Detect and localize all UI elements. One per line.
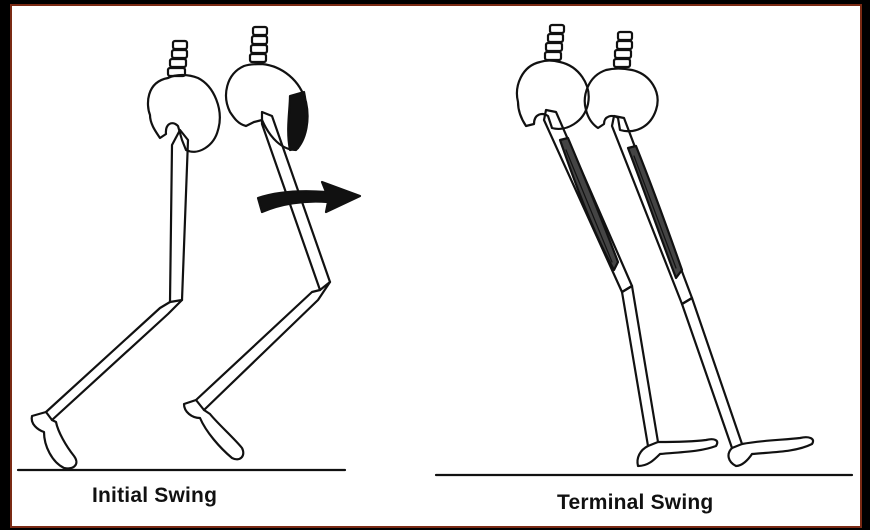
leg-initial-1 [32,41,220,468]
leg-terminal-1 [517,25,717,466]
caption-initial-swing: Initial Swing [92,484,217,508]
swing-arrow-icon [258,182,360,212]
leg-initial-2 [184,27,330,459]
caption-terminal-swing: Terminal Swing [557,491,713,515]
leg-terminal-2 [585,32,813,466]
